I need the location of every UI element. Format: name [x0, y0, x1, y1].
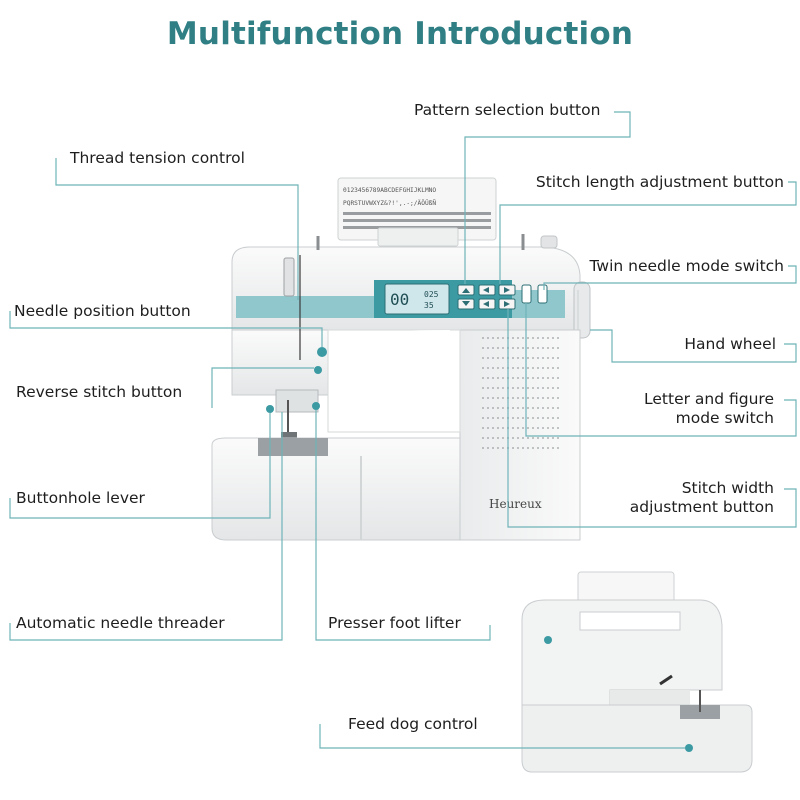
reverse-stitch-button[interactable] — [314, 366, 322, 374]
lcd-display: 00 025 35 — [384, 283, 450, 315]
label-hand-wheel: Hand wheel — [684, 335, 776, 353]
lcd-width: 35 — [424, 301, 434, 310]
label-buttonhole: Buttonhole lever — [16, 489, 145, 507]
pattern-chart-row-2: PQRSTUVWXYZ&?!',.-;/ÄÖÜßÑ — [343, 198, 436, 207]
label-letter-figure-2: mode switch — [675, 409, 774, 427]
label-stitch-width-1: Stitch width — [681, 479, 774, 497]
hand-wheel[interactable] — [573, 281, 591, 339]
lcd-length: 025 — [424, 290, 439, 299]
label-pattern-selection: Pattern selection button — [414, 101, 601, 119]
lcd-pattern: 00 — [390, 290, 409, 309]
label-needle-position: Needle position button — [14, 302, 191, 320]
feed-dog-switch[interactable] — [685, 744, 693, 752]
label-letter-figure-1: Letter and figure — [644, 390, 774, 408]
label-thread-tension: Thread tension control — [70, 149, 245, 167]
label-presser-foot: Presser foot lifter — [328, 614, 461, 632]
pattern-chart-row-1: 0123456789ABCDEFGHIJKLMNO — [343, 187, 436, 194]
twin-needle-switch[interactable] — [537, 284, 548, 304]
label-auto-threader: Automatic needle threader — [16, 614, 225, 632]
page-title: Multifunction Introduction — [166, 16, 634, 52]
label-stitch-width-2: adjustment button — [629, 498, 774, 516]
label-reverse-stitch: Reverse stitch button — [16, 383, 183, 401]
label-twin-needle: Twin needle mode switch — [589, 257, 784, 275]
needle-position-button[interactable] — [317, 347, 327, 357]
brand-logo: Heureux — [489, 497, 542, 511]
pattern-chart-card: 0123456789ABCDEFGHIJKLMNO PQRSTUVWXYZ&?!… — [337, 177, 497, 247]
label-feed-dog: Feed dog control — [348, 715, 478, 733]
label-stitch-length: Stitch length adjustment button — [535, 173, 784, 191]
